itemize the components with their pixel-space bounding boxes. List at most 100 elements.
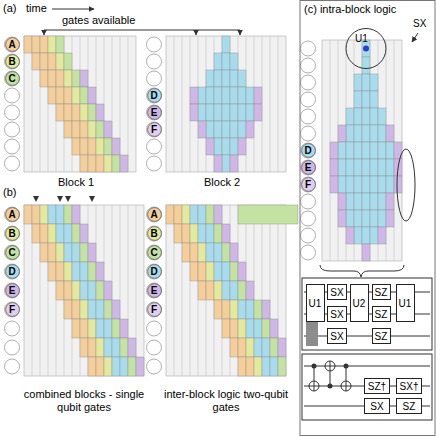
qubit-label-circle: D — [147, 264, 162, 279]
gate-cell — [48, 243, 56, 262]
gate-cell — [48, 205, 56, 224]
gate-cell — [72, 262, 80, 281]
gate-box: SX† — [396, 378, 422, 394]
qubit-label-circle: A — [147, 207, 162, 222]
qubit-label-circle: E — [5, 283, 20, 298]
gate-box: SX — [327, 328, 347, 344]
qubit-circle — [301, 41, 316, 56]
gate-cell — [338, 142, 346, 159]
gate-cell — [112, 138, 120, 155]
gate-cell — [386, 125, 394, 142]
gate-cell — [206, 205, 214, 224]
qubit-letter: B — [8, 228, 15, 239]
gate-cell — [378, 210, 386, 227]
qubit-circle — [301, 58, 316, 73]
gate-cell — [370, 108, 378, 125]
gate-cell — [112, 319, 120, 338]
gate-cell — [222, 319, 230, 338]
brace — [320, 265, 404, 277]
gate-cell — [206, 262, 214, 281]
gate-cell — [136, 357, 144, 376]
gate-cell — [222, 138, 230, 155]
gate-cell — [88, 262, 96, 281]
gate-cell — [354, 142, 362, 159]
qubit-letter: A — [8, 209, 15, 220]
gate-cell — [362, 91, 370, 108]
circle-shape — [147, 284, 161, 298]
gate-cell — [354, 108, 362, 125]
circle-shape — [5, 303, 19, 317]
gate-cell — [112, 155, 120, 172]
gate-cell — [230, 121, 238, 138]
gate-cell — [362, 57, 370, 74]
gate-cell — [246, 281, 254, 300]
gate-name: SZ — [403, 401, 416, 412]
gate-cell — [56, 281, 64, 300]
gate-cell — [370, 159, 378, 176]
gate-label: SX — [413, 18, 426, 30]
gate-cell — [246, 121, 254, 138]
gate-cell — [40, 205, 48, 224]
gate-cell — [346, 227, 354, 244]
gate-cell — [362, 210, 370, 227]
gate-cell — [80, 319, 88, 338]
circle-shape — [301, 161, 315, 175]
grid-line — [278, 36, 279, 172]
gate-cell — [378, 142, 386, 159]
gate-cell — [222, 281, 230, 300]
qubit-dot — [363, 46, 369, 52]
gate-cell — [230, 87, 238, 104]
gate-name: SZ — [375, 287, 388, 298]
gate-cell — [120, 155, 128, 172]
gate-cell — [362, 193, 370, 210]
gate-cell — [88, 319, 96, 338]
gate-cell — [80, 300, 88, 319]
qubit-circle — [5, 156, 20, 171]
gate-arrow — [196, 30, 197, 35]
gate-cell — [80, 281, 88, 300]
gate-cell — [72, 138, 80, 155]
gate-cell — [386, 193, 394, 210]
gate-cell — [64, 87, 72, 104]
panel-caption: inter-block logic two-qubit gates — [158, 388, 294, 413]
gate-cell — [64, 243, 72, 262]
gate-cell — [48, 53, 56, 70]
annotation: gates available — [62, 14, 135, 27]
gate-cell — [214, 155, 222, 172]
qubit-circle — [147, 54, 162, 69]
gate-cell — [222, 121, 230, 138]
gate-cell — [262, 300, 270, 319]
gate-cell — [72, 319, 80, 338]
gate-cell — [104, 281, 112, 300]
gate-cell — [262, 357, 270, 376]
gate-cell — [346, 125, 354, 142]
gate-cell — [72, 70, 80, 87]
qubit-circle — [5, 54, 20, 69]
gate-cell — [190, 262, 198, 281]
gate-cell — [370, 91, 378, 108]
gate-cell — [238, 357, 246, 376]
gate-cell — [214, 87, 222, 104]
qubit-circle — [5, 359, 20, 374]
grid-ground — [24, 36, 136, 172]
gate-marker — [65, 196, 71, 202]
qubit-circle — [5, 105, 20, 120]
gate-cell — [190, 104, 198, 121]
gate-name: SZ — [375, 309, 388, 320]
cnot-gate — [325, 361, 335, 389]
qubit-circle — [301, 143, 316, 158]
gate-cell — [72, 224, 80, 243]
highlight-ellipse — [397, 149, 415, 221]
gate-cell — [32, 205, 40, 224]
qubit-letter: A — [150, 209, 157, 220]
gate-marker — [33, 196, 39, 202]
qubit-letter: C — [8, 73, 15, 84]
gate-cell — [88, 281, 96, 300]
highlight-circle — [346, 29, 386, 69]
qubit-circle — [147, 122, 162, 137]
gate-label: U1 — [355, 33, 368, 45]
qubit-label-circle: B — [147, 226, 162, 241]
gate-cell — [370, 227, 378, 244]
gate-cell — [72, 243, 80, 262]
